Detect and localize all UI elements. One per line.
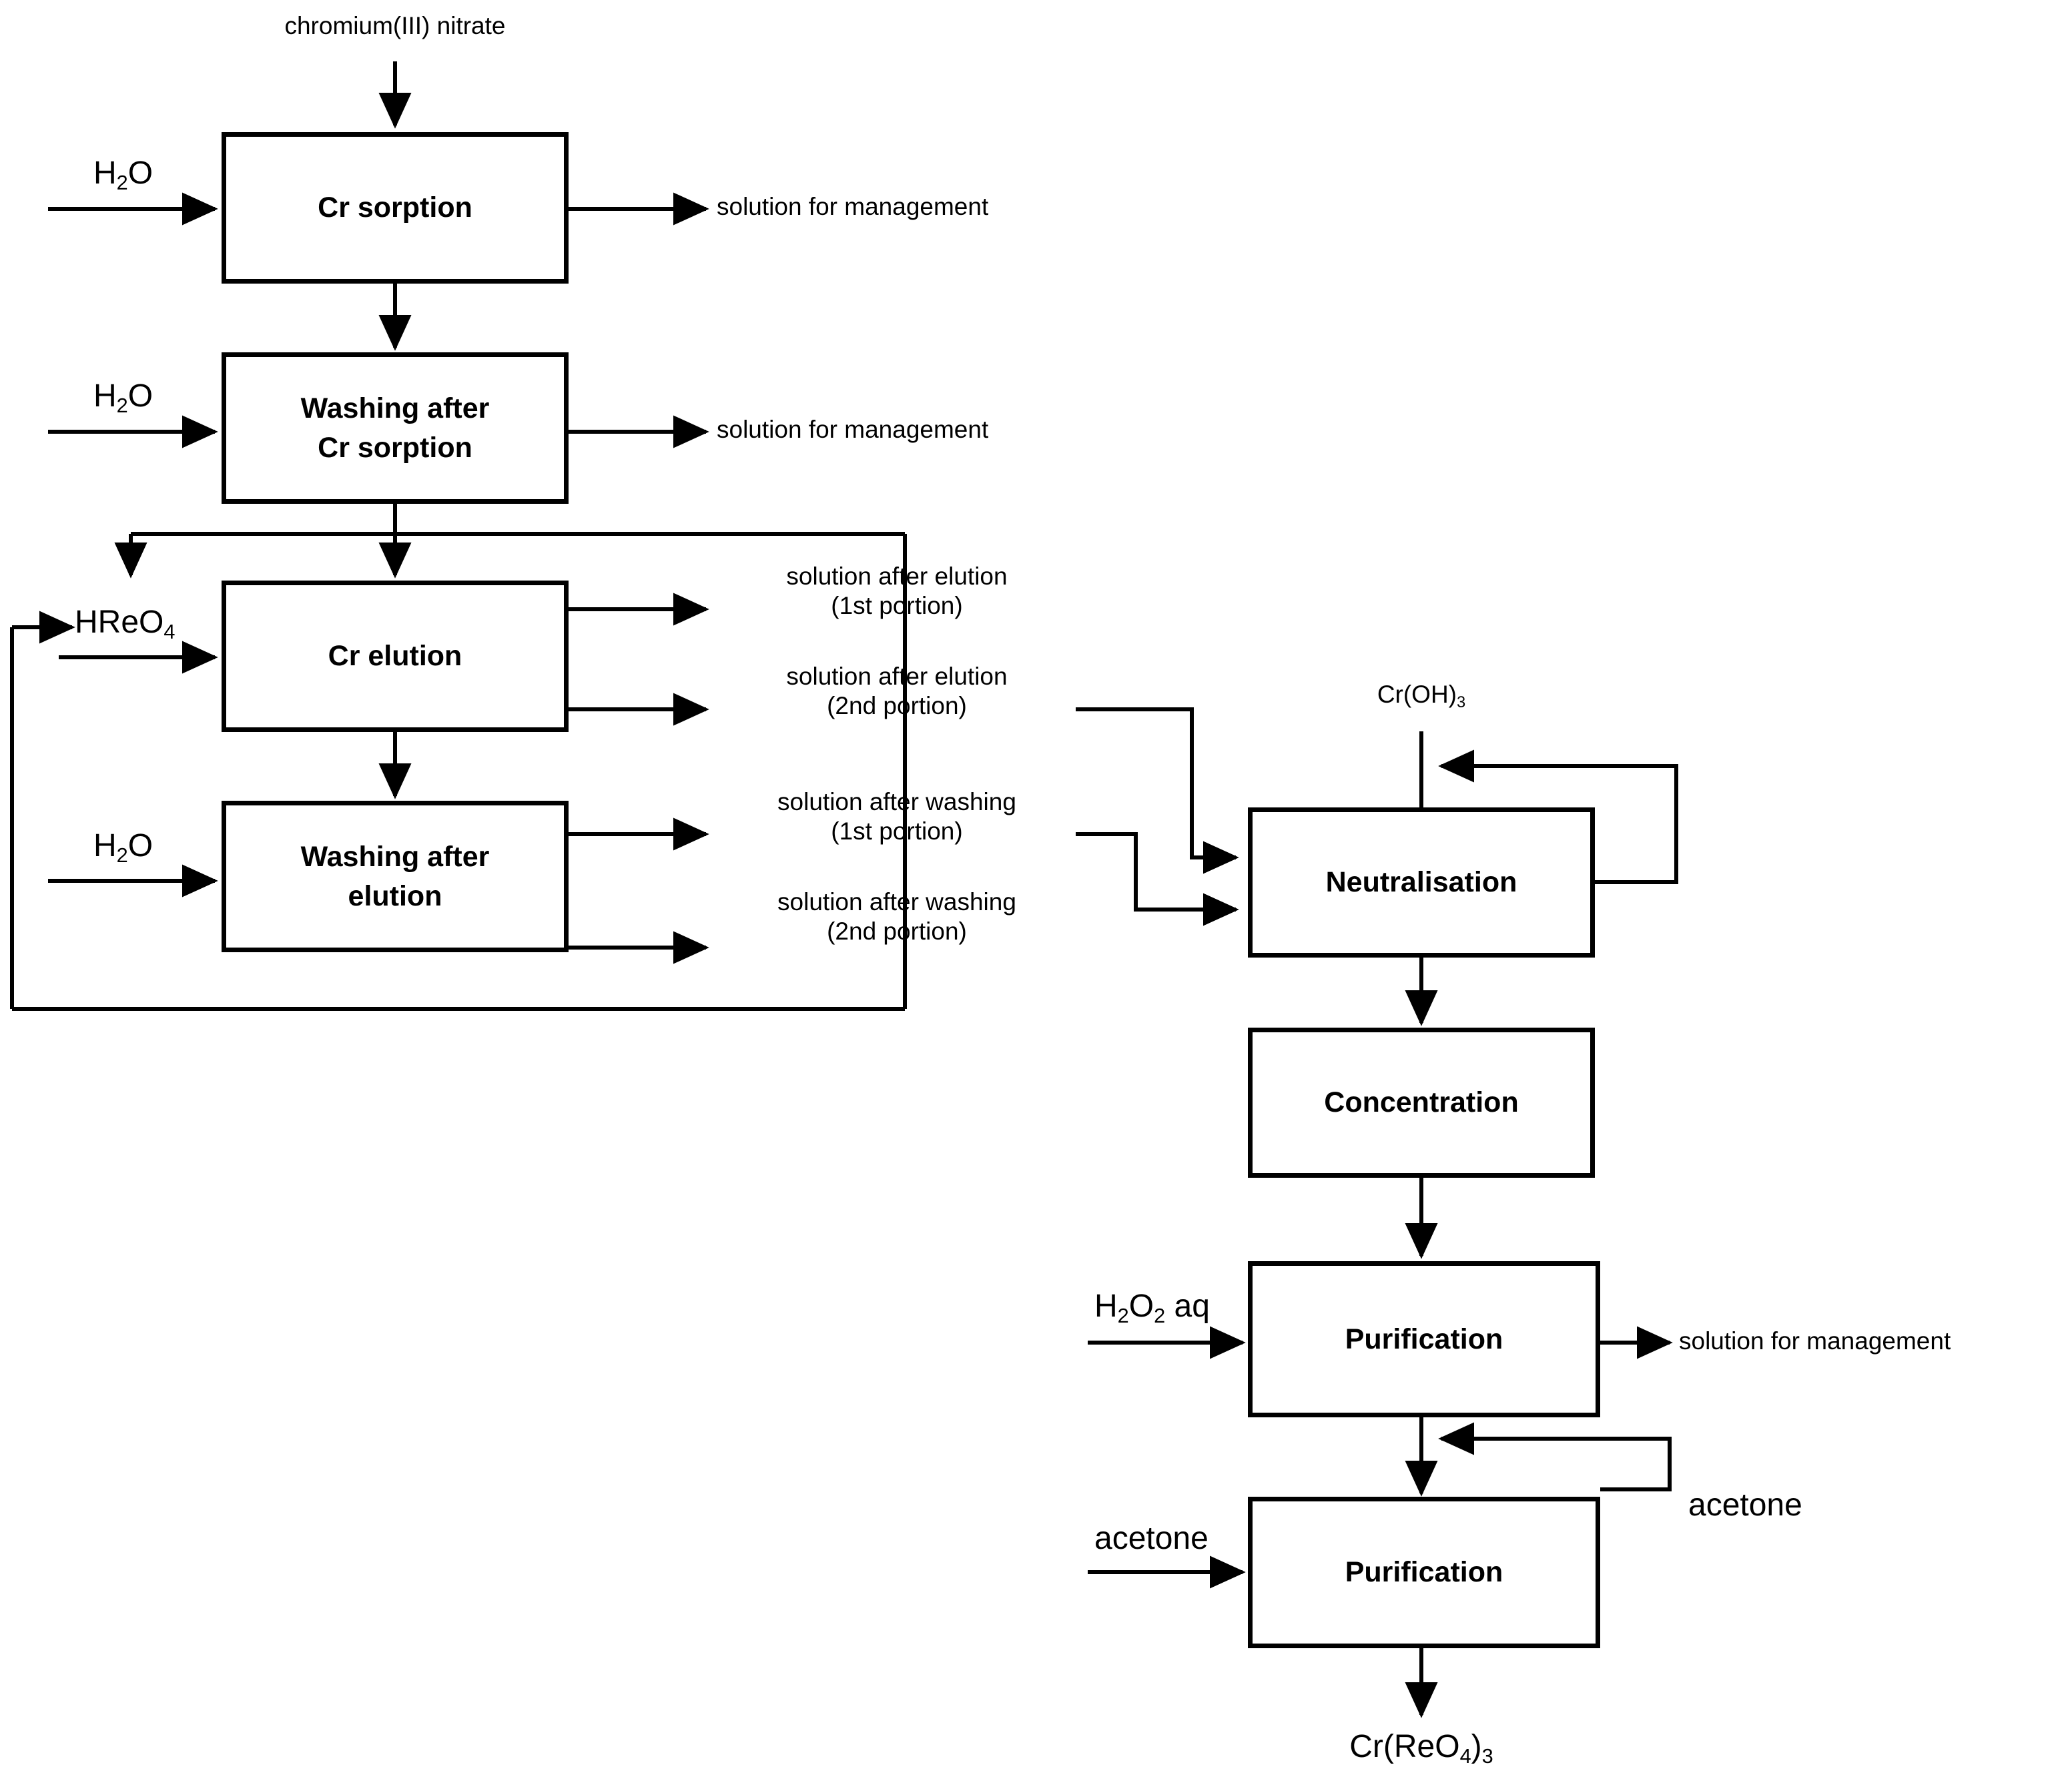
stream-label-sorption-waste: solution for management <box>717 192 988 222</box>
process-box-washing-after-elution-label: Washing after elution <box>301 837 490 915</box>
stream-label-elution-2: solution after elution (2nd portion) <box>717 662 1077 720</box>
feed-label-chromium-nitrate: chromium(III) nitrate <box>227 12 563 40</box>
subscript-3: 3 <box>1481 1744 1493 1768</box>
stream-label-elution-2-line2: (2nd portion) <box>827 691 967 719</box>
feed-label-water-sorption-text: H2O <box>93 155 153 195</box>
feed-label-water-washing-sorption-text: H2O <box>93 378 153 418</box>
process-box-neutralisation[interactable]: Neutralisation <box>1248 807 1595 958</box>
feed-label-water-washing-sorption: H2O <box>93 378 153 418</box>
feed-label-hydrogen-peroxide-text: H2O2 aq <box>1094 1289 1210 1328</box>
stream-label-purification-waste-text: solution for management <box>1679 1327 1951 1355</box>
feed-label-hreo4: HReO4 <box>75 604 176 644</box>
process-box-washing-after-cr-sorption-label: Washing after Cr sorption <box>301 389 490 466</box>
process-box-washing-after-cr-sorption[interactable]: Washing after Cr sorption <box>222 352 569 504</box>
label-line-2: elution <box>348 879 442 912</box>
process-box-washing-after-elution[interactable]: Washing after elution <box>222 801 569 952</box>
process-box-purification-acetone-label: Purification <box>1345 1556 1503 1589</box>
feed-label-water-sorption: H2O <box>93 155 153 195</box>
feed-label-hydrogen-peroxide: H2O2 aq <box>1094 1288 1210 1328</box>
feed-label-chromium-hydroxide-text: Cr(OH)3 <box>1377 681 1466 712</box>
subscript-2: 2 <box>116 171 128 195</box>
product-label-final: Cr(ReO4)3 <box>1255 1728 1588 1768</box>
stream-label-elution-2-line1: solution after elution <box>786 663 1008 690</box>
subscript-4: 4 <box>1459 1744 1471 1768</box>
label-line-1: Washing after <box>300 841 490 873</box>
feed-label-chromium-nitrate-text: chromium(III) nitrate <box>284 12 506 39</box>
subscript-2b: 2 <box>1154 1304 1166 1328</box>
process-box-purification-h2o2-label: Purification <box>1345 1323 1503 1355</box>
feed-label-acetone-feed-text: acetone <box>1094 1521 1208 1556</box>
process-box-purification-h2o2[interactable]: Purification <box>1248 1261 1600 1417</box>
stream-label-washing-1: solution after washing (1st portion) <box>717 787 1077 845</box>
feed-label-hreo4-text: HReO4 <box>75 605 176 644</box>
stream-label-washing-2-line2: (2nd portion) <box>827 917 967 945</box>
stream-label-purification-waste: solution for management <box>1679 1327 1951 1356</box>
stream-label-sorption-waste-text: solution for management <box>717 193 989 220</box>
wire-acetone-recycle <box>1438 1422 1672 1491</box>
process-box-concentration-label: Concentration <box>1324 1086 1519 1119</box>
subscript-3: 3 <box>1457 694 1466 712</box>
process-box-concentration[interactable]: Concentration <box>1248 1028 1595 1178</box>
feed-label-acetone-recycle: acetone <box>1688 1487 1802 1523</box>
subscript-4: 4 <box>163 620 176 644</box>
feed-label-water-washing-elution-text: H2O <box>93 828 153 867</box>
wire-neutralisation-recycle <box>1438 749 1678 884</box>
process-box-cr-sorption[interactable]: Cr sorption <box>222 132 569 284</box>
subscript-2: 2 <box>116 394 128 418</box>
subscript-2: 2 <box>116 843 128 867</box>
feed-label-acetone-feed: acetone <box>1094 1520 1208 1557</box>
stream-label-elution-1-line2: (1st portion) <box>831 591 963 619</box>
feed-label-acetone-recycle-text: acetone <box>1688 1487 1802 1523</box>
process-box-neutralisation-label: Neutralisation <box>1325 866 1517 899</box>
label-line-1: Washing after <box>300 392 490 425</box>
stream-label-washing-sorption-waste-text: solution for management <box>717 416 989 443</box>
stream-label-washing-1-line1: solution after washing <box>777 788 1016 815</box>
subscript-2: 2 <box>1117 1304 1129 1328</box>
feed-label-water-washing-elution: H2O <box>93 827 153 867</box>
stream-label-washing-2: solution after washing (2nd portion) <box>717 887 1077 946</box>
feed-label-chromium-hydroxide: Cr(OH)3 <box>1288 681 1555 712</box>
stream-label-washing-sorption-waste: solution for management <box>717 415 988 444</box>
stream-label-elution-1: solution after elution (1st portion) <box>717 562 1077 620</box>
wire-elution2-to-neutralisation <box>1076 707 1239 874</box>
process-box-purification-acetone[interactable]: Purification <box>1248 1497 1600 1648</box>
stream-label-washing-2-line1: solution after washing <box>777 888 1016 916</box>
process-box-cr-elution-label: Cr elution <box>328 640 462 673</box>
stream-label-elution-1-line1: solution after elution <box>786 563 1008 590</box>
label-line-2: Cr sorption <box>318 431 472 464</box>
wire-washing1-to-neutralisation <box>1076 832 1239 926</box>
stream-label-washing-1-line2: (1st portion) <box>831 817 963 845</box>
process-box-cr-elution[interactable]: Cr elution <box>222 581 569 732</box>
process-box-cr-sorption-label: Cr sorption <box>318 192 472 224</box>
product-label-final-text: Cr(ReO4)3 <box>1349 1729 1493 1768</box>
